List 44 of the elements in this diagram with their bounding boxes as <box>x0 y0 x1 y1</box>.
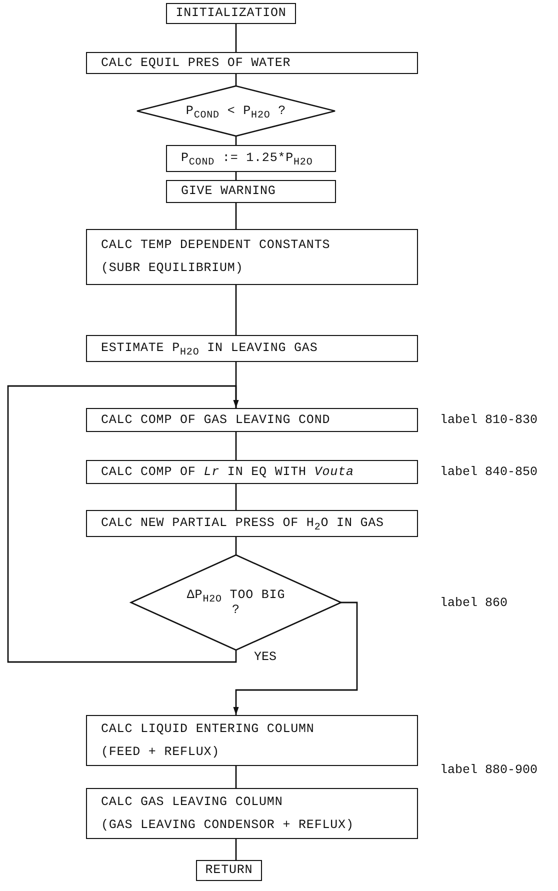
node-text: P$_{COND}$ := 1.25*P$_{H2O}$ <box>181 151 313 166</box>
node-text: P$_{COND}$ < P$_{H2O}$ ? <box>186 104 286 118</box>
connector-line <box>235 74 237 86</box>
side-note: label 880-900 <box>440 763 538 777</box>
node-text: CALC COMP OF GAS LEAVING COND <box>101 412 330 428</box>
process-box <box>86 52 418 74</box>
process-box <box>166 145 336 172</box>
node-text: CALC COMP OF Lr IN EQ WITH Vouta <box>101 464 354 480</box>
process-box <box>86 229 418 285</box>
node-text: INITIALIZATION <box>176 6 286 21</box>
connector-line <box>235 24 237 52</box>
connector-line <box>235 203 237 229</box>
process-box <box>86 510 418 537</box>
node-text: CALC EQUIL PRES OF WATER <box>101 56 291 70</box>
node-text: (SUBR EQUILIBRIUM) <box>101 261 244 276</box>
node-text: (GAS LEAVING CONDENSOR + REFLUX) <box>101 818 354 832</box>
node-text: GIVE WARNING <box>181 184 276 199</box>
node-text: CALC GAS LEAVING COLUMN <box>101 794 283 810</box>
process-box <box>86 715 418 766</box>
process-box <box>86 335 418 362</box>
connector-line <box>235 537 237 555</box>
side-note: label 860 <box>440 596 508 610</box>
arrow <box>7 385 239 663</box>
process-box <box>86 408 418 432</box>
connector-line <box>235 285 237 335</box>
connector-line <box>235 484 237 510</box>
node-text: ΔP$_{H2O}$ TOO BIG ? <box>186 588 286 618</box>
node-text: (FEED + REFLUX) <box>101 744 220 760</box>
connector-line <box>235 432 237 460</box>
node-text: CALC NEW PARTIAL PRESS OF H$_{2}$O IN GAS <box>101 516 384 531</box>
process-box <box>166 180 336 203</box>
process-box <box>86 460 418 484</box>
arrow <box>233 602 358 715</box>
side-note: label 810-830 <box>440 413 538 427</box>
node-text: ESTIMATE P$_{H2O}$ IN LEAVING GAS <box>101 341 318 356</box>
terminal-box <box>196 860 262 881</box>
node-text: RETURN <box>205 863 253 878</box>
connector-line <box>235 766 237 788</box>
connector-line <box>235 839 237 860</box>
node-text: CALC TEMP DEPENDENT CONSTANTS <box>101 238 330 253</box>
process-box <box>86 788 418 839</box>
node-text: CALC LIQUID ENTERING COLUMN <box>101 722 314 736</box>
side-note: label 840-850 <box>440 465 538 479</box>
terminal-box <box>166 3 296 24</box>
